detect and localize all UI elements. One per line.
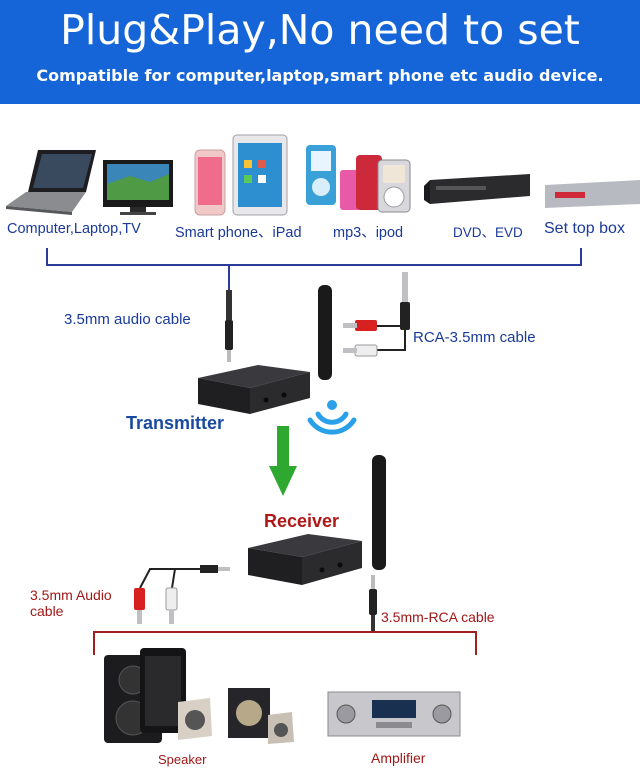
source-label-settop: Set top box xyxy=(544,220,625,237)
source-label-dvd: DVD、EVD xyxy=(453,225,523,240)
laptop-icon xyxy=(6,150,96,215)
output-audio-cable-icon xyxy=(134,565,230,624)
smart-phone-icon xyxy=(194,149,226,216)
tv-icon xyxy=(103,160,173,215)
source-label-phone: Smart phone、iPad xyxy=(175,225,302,241)
cable-label-rca-in: RCA-3.5mm cable xyxy=(413,329,536,346)
ipod-icon xyxy=(340,155,411,213)
rca-cable-icon xyxy=(343,272,410,357)
cable-label-audio-out: 3.5mm Audio cable xyxy=(30,587,112,619)
page-subtitle: Compatible for computer,laptop,smart pho… xyxy=(36,66,604,85)
audio-cable-plug-icon xyxy=(225,290,233,362)
transmitter-device-icon xyxy=(198,285,332,414)
output-label-speaker: Speaker xyxy=(158,752,207,767)
transmitter-label: Transmitter xyxy=(126,413,225,433)
receiver-device-icon xyxy=(248,455,386,585)
mp3-player-icon xyxy=(306,145,336,205)
source-connector-line xyxy=(46,248,582,290)
receiver-label: Receiver xyxy=(264,511,340,531)
set-top-box-icon xyxy=(545,180,640,208)
cable-label-audio-in: 3.5mm audio cable xyxy=(64,311,191,328)
output-label-amplifier: Amplifier xyxy=(371,750,426,766)
page-title: Plug&Play,No need to set xyxy=(60,6,580,54)
speaker-icon xyxy=(104,648,294,744)
cable-label-rca-out: 3.5mm-RCA cable xyxy=(381,609,495,625)
output-rca-cable-icon xyxy=(369,575,377,632)
wireless-signal-icon xyxy=(307,400,357,435)
dvd-player-icon xyxy=(424,174,530,204)
header-banner: Plug&Play,No need to set Compatible for … xyxy=(0,0,640,104)
amplifier-icon xyxy=(327,691,461,737)
ipad-icon xyxy=(232,134,288,216)
source-label-computer: Computer,Laptop,TV xyxy=(7,221,141,237)
output-connector-line xyxy=(93,631,477,655)
down-arrow-icon xyxy=(269,426,297,496)
source-label-mp3: mp3、ipod xyxy=(333,225,404,241)
